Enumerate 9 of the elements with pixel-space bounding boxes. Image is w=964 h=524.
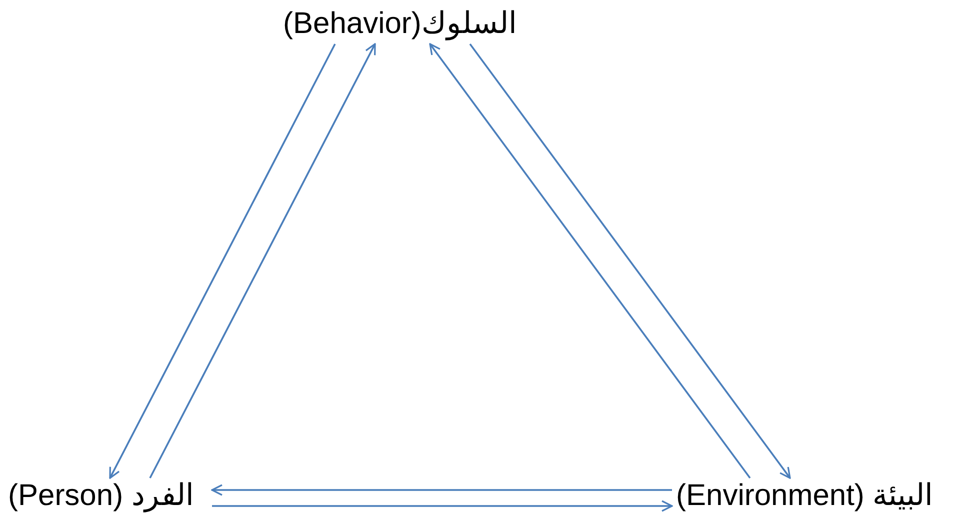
- arrow: [469, 43, 791, 479]
- node-label: الفرد (Person): [8, 478, 194, 514]
- arrow: [149, 43, 376, 478]
- arrow: [429, 43, 751, 479]
- node-label: البيئة (Environment): [676, 478, 933, 514]
- node-label: السلوك(Behavior): [283, 6, 516, 42]
- arrow: [211, 484, 672, 496]
- arrow: [109, 44, 336, 479]
- arrow: [212, 500, 673, 512]
